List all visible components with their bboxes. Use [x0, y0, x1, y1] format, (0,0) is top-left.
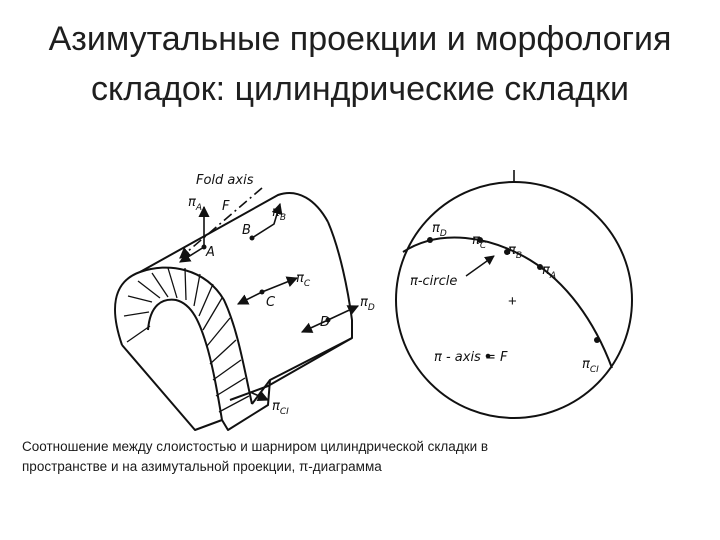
strike-arrow-c	[236, 291, 263, 305]
normal-b-arrow	[251, 202, 283, 239]
strike-arrow-d	[300, 319, 329, 333]
point-b-label: B	[242, 223, 251, 238]
pi-great-circle	[402, 236, 613, 369]
normal-vectors	[179, 202, 360, 402]
fold-axis-label: Fold axis	[196, 173, 254, 188]
right-face	[229, 221, 353, 401]
pole-b-dot	[504, 249, 510, 255]
pole-ci-dot	[594, 337, 600, 343]
caption-line-1: Соотношение между слоистостью и шарниром…	[22, 439, 489, 454]
slide-title: Азимутальные проекции и морфология склад…	[0, 14, 720, 114]
pi-axis-dot	[485, 353, 491, 359]
normal-d-arrow	[327, 305, 360, 321]
pole-d-label: πD	[432, 221, 447, 239]
normal-c-label: πC	[296, 271, 311, 289]
front-arch-outer	[114, 266, 253, 405]
fold-labels: Fold axis F A B C D πA πB πC πD πCI	[188, 173, 375, 417]
figure-caption: Соотношение между слоистостью и шарниром…	[22, 437, 662, 477]
pi-circle-pointer	[465, 255, 495, 277]
pole-c-dot	[477, 237, 483, 243]
title-line-1: Азимутальные проекции и морфология	[48, 20, 672, 58]
title-line-2: складок: цилиндрические складки	[91, 70, 629, 108]
fold-block	[114, 192, 353, 431]
left-base	[121, 344, 223, 431]
pole-c-label: πC	[472, 233, 487, 251]
stereonet: + π-circle π - axis = F πD πC πB πA πCI	[395, 170, 633, 419]
point-a-label: A	[205, 245, 215, 260]
pole-a-dot	[537, 264, 543, 270]
normal-d-label: πD	[360, 295, 375, 313]
center-mark: +	[508, 293, 517, 310]
normal-b-label: πB	[272, 205, 286, 223]
front-arch-inner	[147, 298, 223, 421]
fold-axis-line	[179, 187, 263, 259]
pole-d-dot	[427, 237, 433, 243]
normal-a-label: πA	[188, 195, 202, 213]
pole-b-label: πB	[508, 243, 522, 261]
normal-c-arrow	[261, 276, 299, 293]
normal-ci-arrow	[249, 390, 270, 402]
pi-circle-label: π-circle	[410, 274, 457, 289]
axis-letter-f: F	[222, 199, 230, 214]
pole-points	[427, 237, 600, 359]
point-c-label: C	[266, 295, 276, 310]
layer-hatching	[123, 267, 250, 413]
normal-ci-label: πCI	[272, 399, 289, 417]
pole-a-label: πA	[542, 263, 556, 281]
strike-arrow-a	[179, 246, 205, 263]
point-d-label: D	[320, 315, 330, 330]
caption-line-2: пространстве и на азимутальной проекции,…	[22, 459, 382, 474]
pole-ci-label: πCI	[582, 357, 599, 375]
pi-axis-label: π - axis = F	[434, 350, 508, 365]
right-lower-edge	[251, 337, 353, 405]
crest-top	[139, 192, 329, 273]
fold-points	[201, 235, 331, 323]
